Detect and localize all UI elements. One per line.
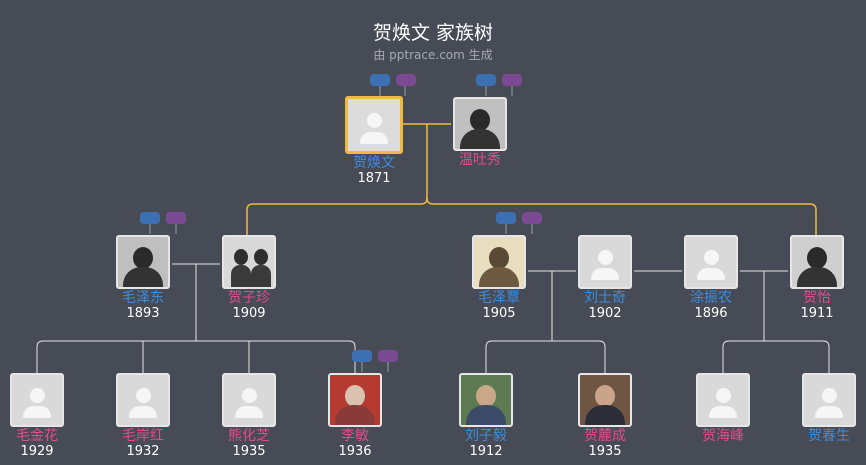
person-card-he-haifeng[interactable]: 贺海峰 [691,373,755,444]
person-card-mao-anhong[interactable]: 毛岸红 1932 [111,373,175,459]
person-placeholder-icon [10,373,64,427]
person-name: 贺焕文 [353,155,395,171]
person-name: 贺子珍 [228,290,270,306]
expand-father-toggle-icon[interactable] [140,212,160,224]
person-name: 温吐秀 [459,152,501,168]
expand-father-toggle-icon[interactable] [352,350,372,362]
person-name: 熊化芝 [228,428,270,444]
person-name: 刘士奇 [584,290,626,306]
person-photo [472,235,526,289]
person-name: 毛泽东 [122,290,164,306]
expand-parents-toggle[interactable] [496,212,544,224]
person-card-he-huanwen[interactable]: 贺焕文 1871 [342,96,406,186]
person-placeholder-icon [345,96,403,154]
expand-mother-toggle-icon[interactable] [522,212,542,224]
person-card-mao-zedong[interactable]: 毛泽东 1893 [111,235,175,321]
person-name: 涂振农 [690,290,732,306]
expand-father-toggle-icon[interactable] [476,74,496,86]
person-photo [116,235,170,289]
person-birth-year: 1935 [588,444,622,459]
expand-father-toggle-icon[interactable] [496,212,516,224]
person-name: 刘子毅 [465,428,507,444]
person-birth-year: 1902 [588,306,622,321]
person-name: 毛泽覃 [478,290,520,306]
page-subtitle: 由 pptrace.com 生成 [373,48,493,62]
person-birth-year: 1912 [469,444,503,459]
person-card-mao-jinhua[interactable]: 毛金花 1929 [5,373,69,459]
person-birth-year: 1936 [338,444,372,459]
person-card-wen-tuxiu[interactable]: 温吐秀 [448,97,512,168]
person-placeholder-icon [684,235,738,289]
person-name: 贺海峰 [702,428,744,444]
person-name: 毛岸红 [122,428,164,444]
expand-mother-toggle-icon[interactable] [502,74,522,86]
person-photo [790,235,844,289]
person-name: 贺麓成 [584,428,626,444]
person-card-tu-zhennong[interactable]: 涂振农 1896 [679,235,743,321]
person-card-he-zizhen[interactable]: 贺子珍 1909 [217,235,281,321]
person-name: 李敏 [341,428,369,444]
expand-father-toggle-icon[interactable] [370,74,390,86]
expand-mother-toggle-icon[interactable] [378,350,398,362]
person-card-liu-ziyi[interactable]: 刘子毅 1912 [454,373,518,459]
person-card-li-min[interactable]: 李敏 1936 [323,373,387,459]
person-birth-year: 1871 [357,171,391,186]
expand-parents-toggle[interactable] [476,74,524,86]
person-card-mao-zetan[interactable]: 毛泽覃 1905 [467,235,531,321]
person-name: 贺怡 [803,290,831,306]
person-birth-year: 1909 [232,306,266,321]
person-card-liu-shiqi[interactable]: 刘士奇 1902 [573,235,637,321]
person-birth-year: 1929 [20,444,54,459]
person-photo [459,373,513,427]
person-placeholder-icon [696,373,750,427]
person-card-he-chunsheng[interactable]: 贺春生 [797,373,861,444]
expand-parents-toggle[interactable] [370,74,418,86]
person-name: 毛金花 [16,428,58,444]
person-birth-year: 1935 [232,444,266,459]
person-placeholder-icon [802,373,856,427]
person-card-xiong-huazhi[interactable]: 熊化芝 1935 [217,373,281,459]
expand-parents-toggle[interactable] [140,212,188,224]
page-title: 贺焕文 家族树 [372,22,494,44]
person-card-he-licheng[interactable]: 贺麓成 1935 [573,373,637,459]
person-birth-year: 1932 [126,444,160,459]
person-birth-year: 1896 [694,306,728,321]
person-birth-year: 1893 [126,306,160,321]
person-placeholder-icon [578,235,632,289]
person-name: 贺春生 [808,428,850,444]
person-birth-year: 1905 [482,306,516,321]
person-placeholder-icon [116,373,170,427]
person-photo [578,373,632,427]
person-photo [222,235,276,289]
expand-mother-toggle-icon[interactable] [166,212,186,224]
expand-mother-toggle-icon[interactable] [396,74,416,86]
person-birth-year: 1911 [800,306,834,321]
person-placeholder-icon [222,373,276,427]
person-photo [328,373,382,427]
person-photo [453,97,507,151]
expand-parents-toggle[interactable] [352,350,400,362]
person-card-he-yi[interactable]: 贺怡 1911 [785,235,849,321]
